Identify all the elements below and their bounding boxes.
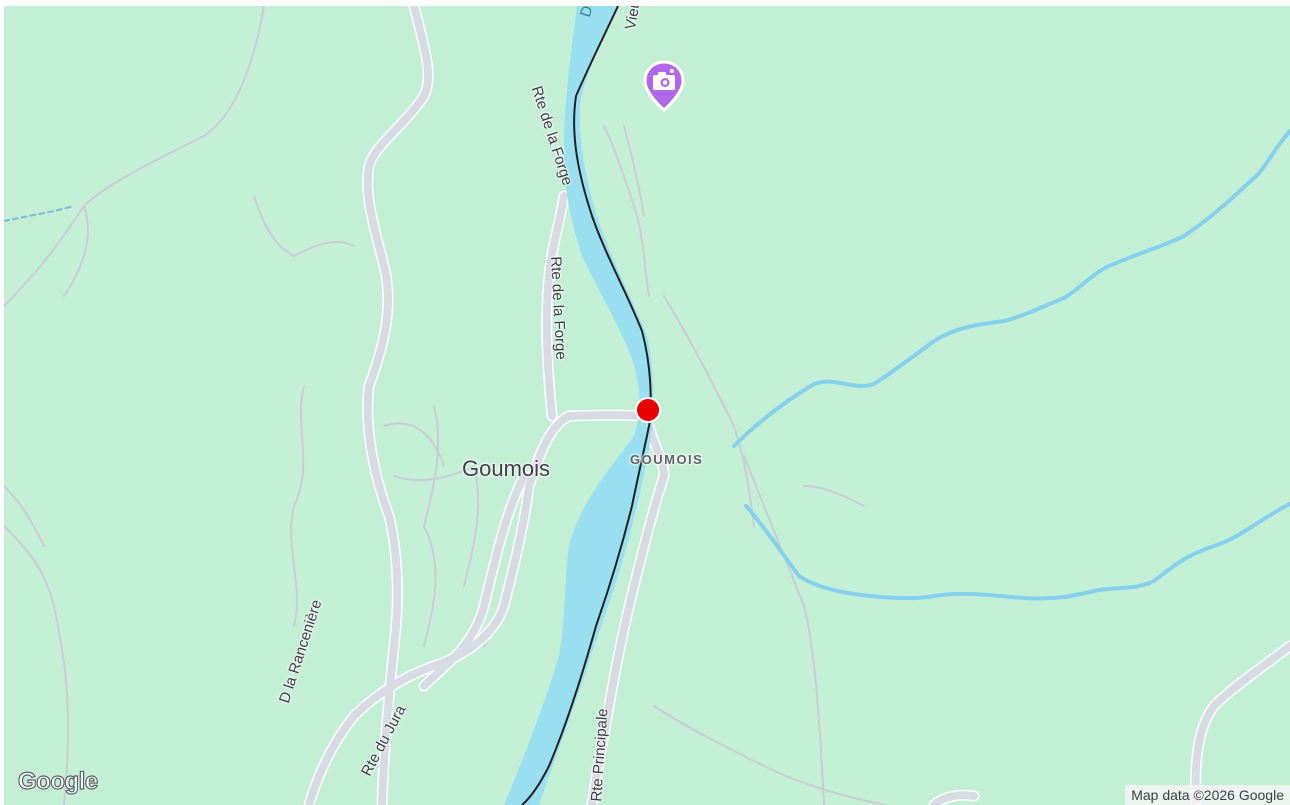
google-logo: Google xyxy=(17,767,98,795)
road-casing xyxy=(303,6,1290,805)
map-base-layer xyxy=(4,6,1290,805)
poi-camera-pin[interactable] xyxy=(641,60,687,114)
road-fill xyxy=(305,6,1290,805)
streams xyxy=(4,129,1290,601)
minor-tracks xyxy=(4,6,885,805)
location-dot-icon[interactable] xyxy=(634,396,662,424)
camera-icon xyxy=(653,69,675,90)
map-canvas[interactable]: Doubs Vieux Pont Rte de la Forge Rte de … xyxy=(4,6,1290,805)
town-label-goumois[interactable]: Goumois xyxy=(462,456,551,481)
locality-label-goumois: GOUMOIS xyxy=(630,452,704,467)
map-attribution[interactable]: Map data ©2026 Google xyxy=(1125,785,1290,805)
